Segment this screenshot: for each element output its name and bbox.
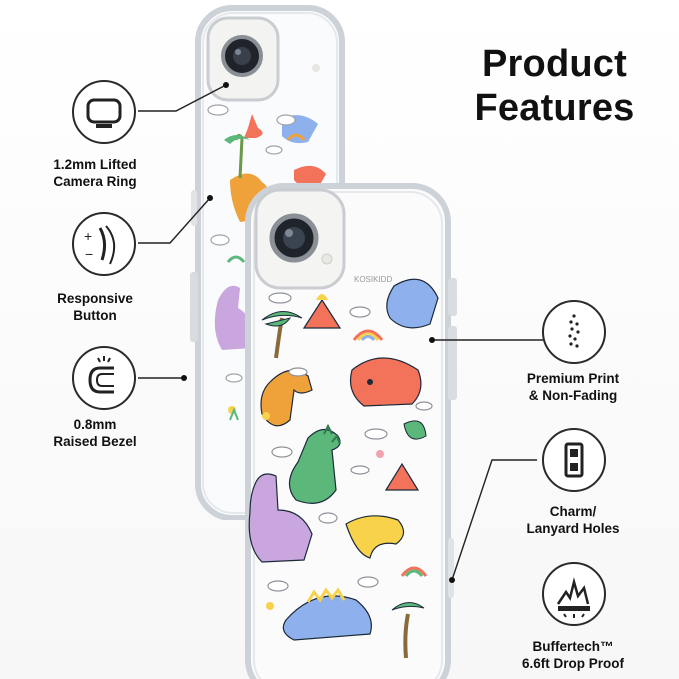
title-line-1: Product	[482, 43, 627, 85]
feature-shock: Buffertech™ 6.6ft Drop Proof	[498, 638, 648, 672]
feature-print: Premium Print & Non-Fading	[498, 370, 648, 404]
feature-button-line1: Responsive	[57, 291, 133, 306]
button-icon: +−	[72, 212, 136, 276]
svg-text:KOSIKIDD: KOSIKIDD	[354, 275, 392, 284]
feature-bezel-line2: Raised Bezel	[53, 434, 137, 449]
feature-print-line2: & Non-Fading	[528, 388, 618, 403]
front-phone-case: KOSIKIDD	[245, 183, 457, 679]
feature-shock-line2: 6.6ft Drop Proof	[521, 656, 624, 671]
feature-print-line1: Premium Print	[526, 371, 620, 386]
svg-text:−: −	[85, 246, 93, 262]
shock-icon	[542, 562, 606, 626]
feature-button-line2: Button	[73, 308, 117, 323]
dino-pattern-front	[248, 278, 439, 659]
feature-lanyard: Charm/ Lanyard Holes	[498, 503, 648, 537]
feature-camera-ring-line1: 1.2mm Lifted	[53, 157, 137, 172]
page-title: Product Features	[462, 42, 647, 130]
feature-lanyard-line2: Lanyard Holes	[526, 521, 620, 536]
print-icon	[542, 300, 606, 364]
camera-ring-icon	[72, 80, 136, 144]
feature-lanyard-line1: Charm/	[549, 504, 597, 519]
feature-bezel-line1: 0.8mm	[73, 417, 117, 432]
feature-button: Responsive Button	[20, 290, 170, 324]
feature-shock-line1: Buffertech™	[532, 639, 614, 654]
lanyard-icon	[542, 428, 606, 492]
feature-bezel: 0.8mm Raised Bezel	[20, 416, 170, 450]
feature-camera-ring-line2: Camera Ring	[53, 174, 137, 189]
feature-camera-ring: 1.2mm Lifted Camera Ring	[20, 156, 170, 190]
title-line-2: Features	[474, 87, 635, 129]
bezel-icon	[72, 346, 136, 410]
svg-text:+: +	[84, 228, 92, 244]
